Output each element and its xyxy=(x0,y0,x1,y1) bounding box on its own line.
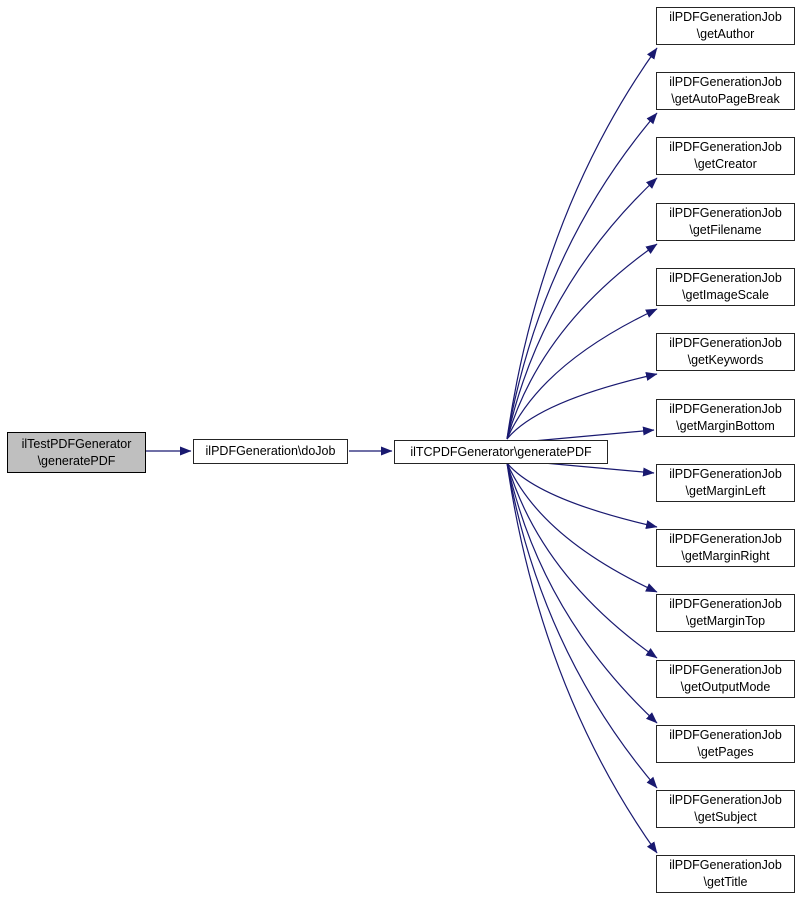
node-label-line1: ilPDFGenerationJob xyxy=(669,271,782,285)
node-label-line2: \getKeywords xyxy=(687,353,764,367)
node-getmarginbottom[interactable]: ilPDFGenerationJob \getMarginBottom xyxy=(656,399,795,437)
node-getkeywords[interactable]: ilPDFGenerationJob \getKeywords xyxy=(656,333,795,371)
node-getmarginleft[interactable]: ilPDFGenerationJob \getMarginLeft xyxy=(656,464,795,502)
node-label: ilPDFGeneration\doJob xyxy=(205,444,336,458)
node-label-line2: \getOutputMode xyxy=(680,680,771,694)
node-label-line2: \getMarginTop xyxy=(685,614,766,628)
node-label-line2: \generatePDF xyxy=(37,453,116,468)
node-label: ilTCPDFGenerator\generatePDF xyxy=(410,444,592,459)
node-iltestpdfgenerator-generatepdf[interactable]: ilTestPDFGenerator \generatePDF xyxy=(7,432,146,473)
edge-hub-to-getmarginbottom xyxy=(532,426,655,442)
node-getmargintop[interactable]: ilPDFGenerationJob \getMarginTop xyxy=(656,594,795,632)
node-label-line2: \getSubject xyxy=(694,810,757,824)
edge-hub-to-getauthor xyxy=(506,47,658,440)
node-label-line2: \getMarginRight xyxy=(681,549,770,563)
node-getauthor[interactable]: ilPDFGenerationJob \getAuthor xyxy=(656,7,795,45)
node-label-line2: \getMarginBottom xyxy=(676,419,775,433)
node-label-line1: ilPDFGenerationJob xyxy=(669,75,782,89)
node-ilpdfgeneration-dojob[interactable]: ilPDFGeneration\doJob xyxy=(193,439,348,464)
edge-hub-to-getmargintop xyxy=(506,462,658,593)
node-label-line2: \getTitle xyxy=(703,875,748,889)
node-label-line1: ilPDFGenerationJob xyxy=(669,728,782,742)
node-label-line1: ilPDFGenerationJob xyxy=(669,140,782,154)
node-label-line2: \getCreator xyxy=(694,157,757,171)
node-label-line1: ilPDFGenerationJob xyxy=(669,793,782,807)
edge-hub-to-getcreator xyxy=(506,177,658,440)
node-label-line1: ilPDFGenerationJob xyxy=(669,336,782,350)
node-label-line2: \getFilename xyxy=(689,223,762,237)
node-getautopagebreak[interactable]: ilPDFGenerationJob \getAutoPageBreak xyxy=(656,72,795,110)
node-label-line2: \getAuthor xyxy=(696,27,755,41)
edge-hub-to-gettitle xyxy=(506,462,658,854)
edge-hub-to-getmarginright xyxy=(506,462,658,529)
node-label-line1: ilPDFGenerationJob xyxy=(669,597,782,611)
edge-hub-to-getfilename xyxy=(506,243,658,440)
node-label-line2: \getMarginLeft xyxy=(685,484,766,498)
node-getsubject[interactable]: ilPDFGenerationJob \getSubject xyxy=(656,790,795,828)
node-label-line2: \getAutoPageBreak xyxy=(671,92,780,106)
node-getfilename[interactable]: ilPDFGenerationJob \getFilename xyxy=(656,203,795,241)
node-label-line1: ilPDFGenerationJob xyxy=(669,10,782,24)
node-label-line1: ilPDFGenerationJob xyxy=(669,858,782,872)
edge-hub-to-getpages xyxy=(506,462,658,724)
node-gettitle[interactable]: ilPDFGenerationJob \getTitle xyxy=(656,855,795,893)
node-getoutputmode[interactable]: ilPDFGenerationJob \getOutputMode xyxy=(656,660,795,698)
node-label-line1: ilPDFGenerationJob xyxy=(669,467,782,481)
node-label-line1: ilPDFGenerationJob xyxy=(669,532,782,546)
edge-hub-to-getimagescale xyxy=(506,308,658,440)
node-label-line2: \getImageScale xyxy=(682,288,769,302)
node-getmarginright[interactable]: ilPDFGenerationJob \getMarginRight xyxy=(656,529,795,567)
node-getimagescale[interactable]: ilPDFGenerationJob \getImageScale xyxy=(656,268,795,306)
node-label-line1: ilPDFGenerationJob xyxy=(669,663,782,677)
edge-hub-to-getautopagebreak xyxy=(506,112,658,440)
node-label-line1: ilTestPDFGenerator xyxy=(21,436,132,451)
edge-hub-to-getkeywords xyxy=(506,372,658,440)
node-label-line1: ilPDFGenerationJob xyxy=(669,402,782,416)
edge-hub-to-getsubject xyxy=(506,462,658,789)
edge-hub-to-getoutputmode xyxy=(506,462,658,659)
node-label-line1: ilPDFGenerationJob xyxy=(669,206,782,220)
node-getpages[interactable]: ilPDFGenerationJob \getPages xyxy=(656,725,795,763)
node-label-line2: \getPages xyxy=(697,745,754,759)
node-getcreator[interactable]: ilPDFGenerationJob \getCreator xyxy=(656,137,795,175)
node-iltcpdfgenerator-generatepdf[interactable]: ilTCPDFGenerator\generatePDF xyxy=(394,440,608,464)
